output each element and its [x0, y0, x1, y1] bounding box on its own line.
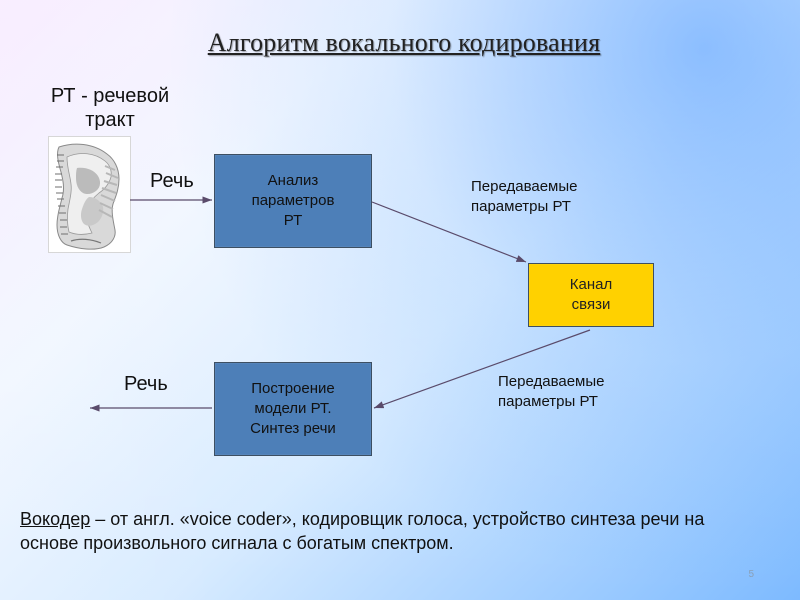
speech-output-label: Речь	[124, 373, 168, 395]
top-parameters-label: Передаваемые параметры РТ	[471, 178, 578, 215]
speech-input-label: Речь	[150, 170, 194, 192]
synthesis-box: Построение модели РТ. Синтез речи	[214, 362, 372, 456]
vocal-tract-label: РТ - речевой тракт	[50, 85, 170, 131]
bottom-parameters-label: Передаваемые параметры РТ	[498, 373, 605, 410]
analysis-box: Анализ параметров РТ	[214, 154, 372, 248]
vocoder-definition-text: – от англ. «voice coder», кодировщик гол…	[20, 509, 705, 553]
vocoder-definition: Вокодер – от англ. «voice coder», кодиро…	[20, 507, 750, 555]
vocoder-term: Вокодер	[20, 509, 91, 529]
page-title: Алгоритм вокального кодирования	[207, 28, 601, 57]
slide-number: 5	[748, 569, 754, 580]
vocal-tract-image	[48, 136, 131, 253]
channel-box: Канал связи	[528, 263, 654, 327]
vocal-tract-illustration-icon	[49, 137, 130, 252]
